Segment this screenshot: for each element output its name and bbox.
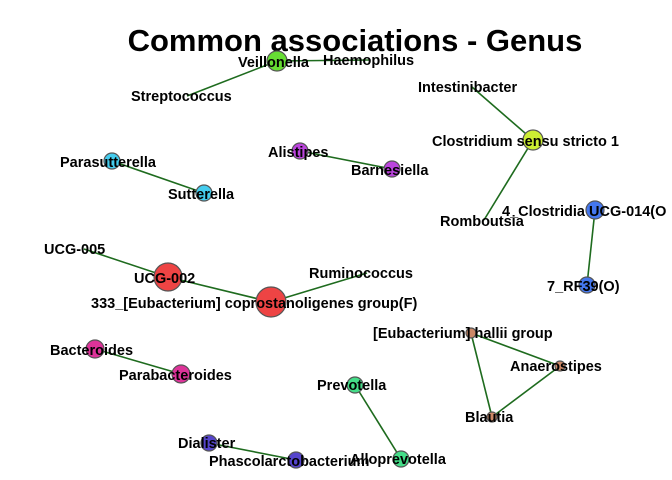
node-label-barnesiella: Barnesiella [351, 163, 429, 179]
edge-dialister-phascolarctobacterium [208, 442, 297, 461]
node-ucg002 [153, 262, 183, 292]
edge-eubacterium_copro-ruminococcus [270, 272, 368, 303]
node-label-clostridia_ucg014: 4_Clostridia UCG-014(O [502, 204, 666, 220]
edge-alistipes-barnesiella [299, 150, 393, 170]
node-eubacterium_copro [255, 286, 287, 318]
node-label-eubacterium_hallii: [Eubacterium] hallii group [373, 326, 553, 342]
edge-clostridium_ss1-romboutsia [483, 139, 534, 221]
node-label-ucg005: UCG-005 [44, 242, 105, 258]
node-bacteroides [85, 339, 105, 359]
node-label-parasutterella: Parasutterella [60, 155, 157, 171]
node-prevotella [346, 376, 364, 394]
diagram-title: Common associations - Genus [128, 23, 583, 58]
node-label-dialister: Dialister [178, 436, 236, 452]
node-label-clostridium_ss1: Clostridium sensu stricto 1 [432, 134, 619, 150]
node-layer [85, 50, 605, 469]
node-parasutterella [103, 152, 121, 170]
node-label-parabacteroides: Parabacteroides [119, 368, 232, 384]
node-parabacteroides [171, 364, 191, 384]
edge-ucg005-ucg002 [83, 248, 169, 278]
edge-prevotella-alloprevotella [354, 384, 402, 460]
node-label-alloprevotella: Alloprevotella [350, 452, 447, 468]
edge-ucg002-eubacterium_copro [167, 276, 272, 303]
node-label-sutterella: Sutterella [168, 187, 235, 203]
node-veillonella [266, 50, 288, 72]
node-alistipes [291, 142, 309, 160]
node-label-alistipes: Alistipes [268, 145, 328, 161]
node-anaerostipes [554, 360, 566, 372]
node-label-bacteroides: Bacteroides [50, 343, 133, 359]
node-label-prevotella: Prevotella [317, 378, 387, 394]
node-label-streptococcus: Streptococcus [131, 89, 232, 105]
edge-veillonella-haemophilus [276, 59, 371, 62]
node-phascolarctobacterium [287, 451, 305, 469]
node-sutterella [195, 184, 213, 202]
node-label-eubacterium_copro: 333_[Eubacterium] coprostanoligenes grou… [91, 296, 417, 312]
node-label-intestinibacter: Intestinibacter [418, 80, 517, 96]
edge-parasutterella-sutterella [111, 160, 205, 194]
node-label-anaerostipes: Anaerostipes [510, 359, 602, 375]
edge-layer [83, 59, 596, 461]
node-label-haemophilus: Haemophilus [323, 53, 414, 69]
node-label-blautia: Blautia [465, 410, 514, 426]
node-clostridia_ucg014 [585, 200, 605, 220]
node-label-phascolarctobacterium: Phascolarctobacterium [209, 454, 369, 470]
node-blautia [486, 411, 498, 423]
node-label-ucg002: UCG-002 [134, 271, 195, 287]
edge-bacteroides-parabacteroides [94, 348, 182, 375]
node-label-veillonella: Veillonella [238, 55, 310, 71]
node-label-romboutsia: Romboutsia [440, 214, 525, 230]
node-dialister [200, 434, 218, 452]
edge-intestinibacter-clostridium_ss1 [471, 86, 534, 141]
edge-clostridia_ucg014-rf39 [586, 209, 596, 286]
node-eubacterium_hallii [465, 327, 477, 339]
node-alloprevotella [392, 450, 410, 468]
edge-anaerostipes-blautia [491, 365, 561, 418]
node-label-ruminococcus: Ruminococcus [309, 266, 413, 282]
node-label-rf39: 7_RF39(O) [547, 279, 620, 295]
edge-veillonella-streptococcus [186, 60, 278, 97]
edge-eubacterium_hallii-blautia [470, 332, 493, 418]
node-barnesiella [383, 160, 401, 178]
node-clostridium_ss1 [522, 129, 544, 151]
node-rf39 [578, 276, 596, 294]
edge-eubacterium_hallii-anaerostipes [470, 332, 561, 367]
